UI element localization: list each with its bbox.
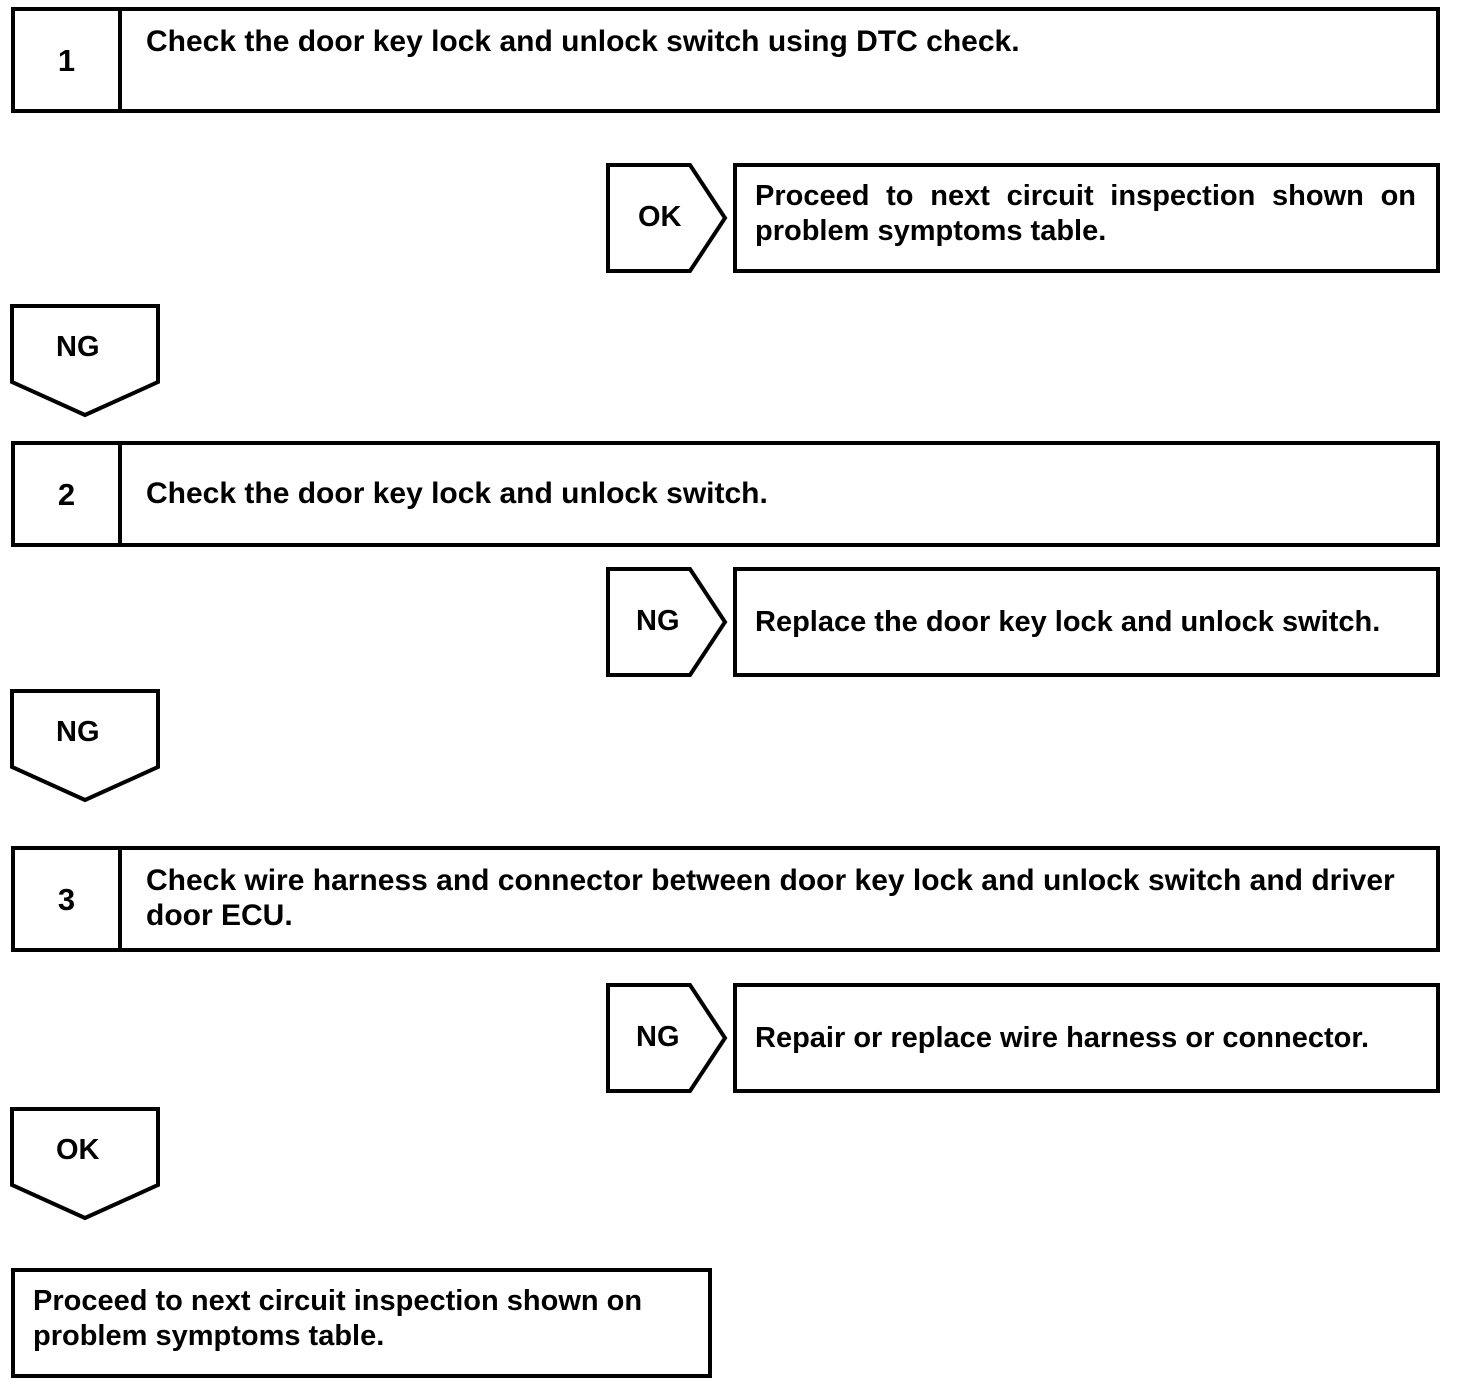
step-text-1: Check the door key lock and unlock switc… (146, 25, 1020, 58)
flow-connector-ng-2 (9, 688, 161, 804)
arrow-right-shape (606, 983, 728, 1093)
result-text-ok-1: Proceed to next circuit inspection shown… (755, 180, 1416, 247)
step-box-3: 3 Check wire harness and connector betwe… (11, 846, 1440, 952)
flow-connector-ok-3 (9, 1106, 161, 1222)
result-box-ng-3: Repair or replace wire harness or connec… (733, 983, 1440, 1093)
arrow-right-shape (606, 567, 728, 677)
step-number-2: 2 (15, 445, 122, 543)
branch-arrow-ng-2-label: NG (636, 605, 680, 637)
branch-arrow-ng-3-label: NG (636, 1021, 680, 1053)
final-result-text: Proceed to next circuit inspection shown… (33, 1285, 643, 1352)
result-text-ng-3: Repair or replace wire harness or connec… (755, 1021, 1370, 1054)
arrow-down-shape (10, 304, 160, 418)
result-box-ng-2: Replace the door key lock and unlock swi… (733, 567, 1440, 677)
step-box-2: 2 Check the door key lock and unlock swi… (11, 441, 1440, 547)
step-box-1: 1 Check the door key lock and unlock swi… (11, 7, 1440, 113)
arrow-right-shape (606, 163, 728, 273)
flow-connector-ng-1 (9, 303, 161, 419)
arrow-down-shape (10, 1107, 160, 1221)
flow-connector-ng-2-label: NG (56, 716, 100, 748)
result-box-ok-1: Proceed to next circuit inspection shown… (733, 163, 1440, 273)
branch-arrow-ok-1-label: OK (638, 201, 682, 233)
flow-connector-ng-1-label: NG (56, 331, 100, 363)
flow-connector-ok-3-label: OK (56, 1134, 100, 1166)
result-text-ng-2: Replace the door key lock and unlock swi… (755, 605, 1381, 638)
step-text-3: Check wire harness and connector between… (146, 864, 1395, 932)
branch-arrow-ng-3 (606, 983, 728, 1093)
step-number-1: 1 (15, 11, 122, 109)
final-result-box: Proceed to next circuit inspection shown… (11, 1268, 712, 1378)
arrow-down-shape (10, 689, 160, 803)
step-number-3: 3 (15, 850, 122, 948)
branch-arrow-ng-2 (606, 567, 728, 677)
branch-arrow-ok-1 (606, 163, 728, 273)
step-text-2: Check the door key lock and unlock switc… (146, 476, 768, 510)
